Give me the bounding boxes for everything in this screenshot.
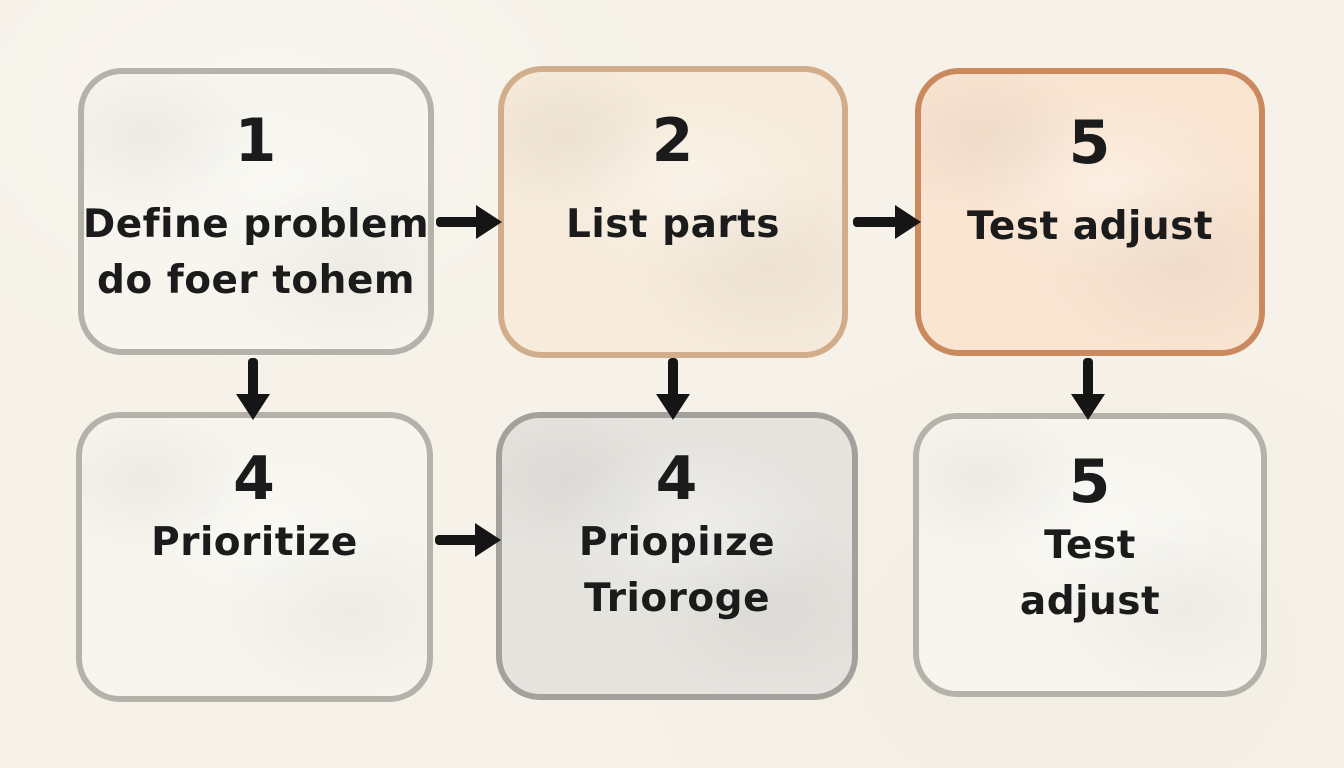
arrow-right-step2-to-step5 [853, 205, 921, 239]
step-label-line: do foer tohem [96, 257, 416, 303]
step-number: 1 [234, 106, 278, 176]
flow-box-test-adjust-top: 5 Test adjust [915, 68, 1265, 356]
step-label-line: Prioritize [151, 520, 358, 566]
step-number: 5 [1068, 108, 1112, 178]
flow-box-prioritize: 4 Prioritize [76, 412, 433, 702]
step-number: 5 [1068, 447, 1112, 517]
step-label-line: List parts [566, 202, 780, 248]
step-number: 4 [655, 444, 699, 514]
arrow-right-step4-to-step4b [435, 523, 501, 557]
step-label-line: Trioroge [583, 575, 771, 621]
step-label-line: Priopiıze [578, 520, 776, 566]
step-label-line: Test [1044, 523, 1136, 569]
step-number: 2 [651, 106, 695, 176]
step-number: 4 [233, 444, 276, 514]
arrow-right-step1-to-step2 [436, 205, 502, 239]
arrow-down-step1-to-step4 [236, 358, 270, 420]
step-label-line: adjust [1019, 578, 1161, 624]
flow-box-priopiize: 4 Priopiıze Trioroge [496, 412, 858, 700]
arrow-down-step5-to-step5b [1071, 358, 1105, 420]
arrow-down-step2-to-step4b [656, 358, 690, 420]
flow-box-define-problem: 1 Define problem do foer tohem [78, 68, 434, 355]
flow-box-list-parts: 2 List parts [498, 66, 848, 358]
step-label-line: Define problem [82, 202, 430, 248]
step-label-line: Test adjust [966, 204, 1214, 250]
flow-box-test-adjust-bottom: 5 Test adjust [913, 413, 1267, 697]
